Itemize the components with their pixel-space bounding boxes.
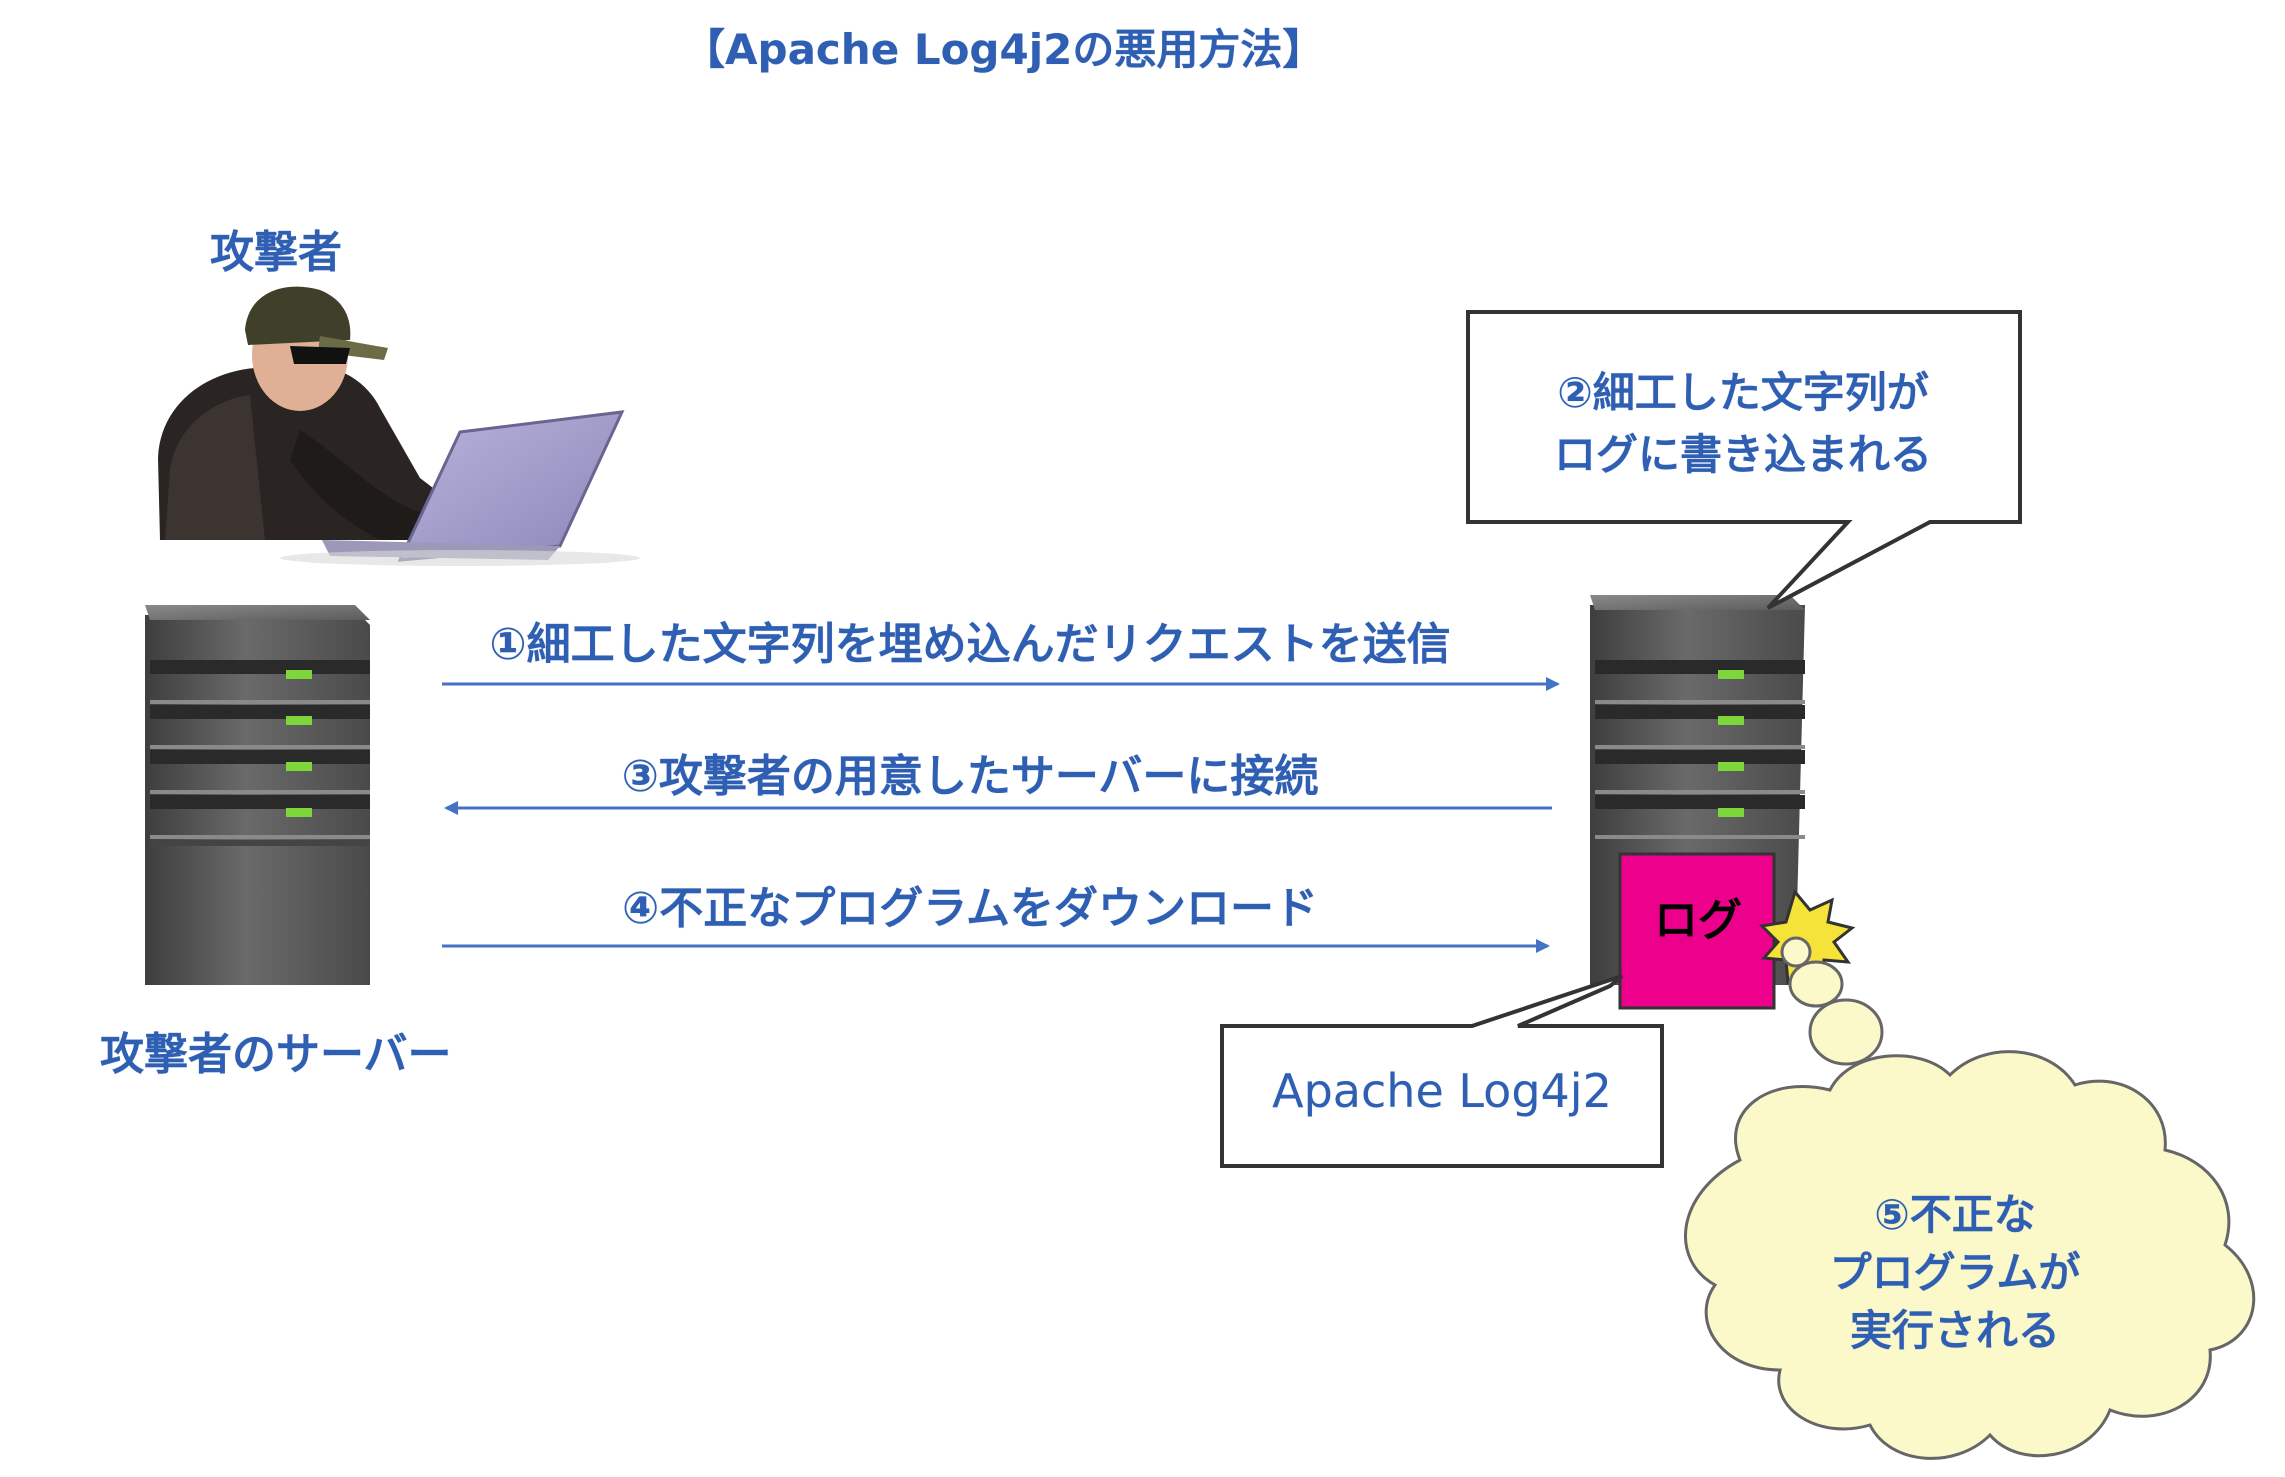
thought-bubble-large: [1808, 998, 1884, 1066]
led-indicator: [286, 808, 312, 817]
attacker-label: 攻撃者: [210, 227, 342, 278]
cloud-step5-line3: 実行される: [1849, 1306, 2060, 1355]
attacker-server-icon: [145, 605, 370, 985]
page-title: 【Apache Log4j2の悪用方法】: [683, 25, 1325, 74]
led-indicator: [286, 716, 312, 725]
attacker-illustration: [158, 286, 640, 566]
cloud-step5-line1: ⑤不正な: [1874, 1190, 2036, 1239]
callout-step2-line2: ログに書き込まれる: [1553, 430, 1932, 479]
callout-step2-text: ②細工した文字列が ログに書き込まれる: [1468, 362, 2018, 486]
step3-label: ③攻撃者の用意したサーバーに接続: [621, 751, 1319, 802]
log4j-label: Apache Log4j2: [1272, 1064, 1612, 1118]
cloud-step5-line2: プログラムが: [1829, 1248, 2081, 1297]
thought-bubble-medium: [1788, 960, 1844, 1008]
thought-bubble-small: [1780, 936, 1812, 968]
attacker-server-label: 攻撃者のサーバー: [100, 1029, 452, 1080]
led-indicator: [286, 670, 312, 679]
log-box-label: ログ: [1654, 895, 1742, 946]
log4j-callout-box: [1220, 974, 1664, 1168]
callout-step2-line1: ②細工した文字列が: [1557, 368, 1929, 417]
cloud-step5-text: ⑤不正な プログラムが 実行される: [1780, 1186, 2130, 1360]
led-indicator: [1718, 670, 1744, 679]
led-indicator: [1718, 808, 1744, 817]
led-indicator: [1718, 762, 1744, 771]
callout-step2-box: [1466, 310, 2022, 610]
step4-label: ④不正なプログラムをダウンロード: [622, 883, 1318, 934]
led-indicator: [1718, 716, 1744, 725]
step1-label: ①細工した文字列を埋め込んだリクエストを送信: [489, 619, 1451, 670]
cloud-shape: [1683, 1050, 2256, 1460]
led-indicator: [286, 762, 312, 771]
